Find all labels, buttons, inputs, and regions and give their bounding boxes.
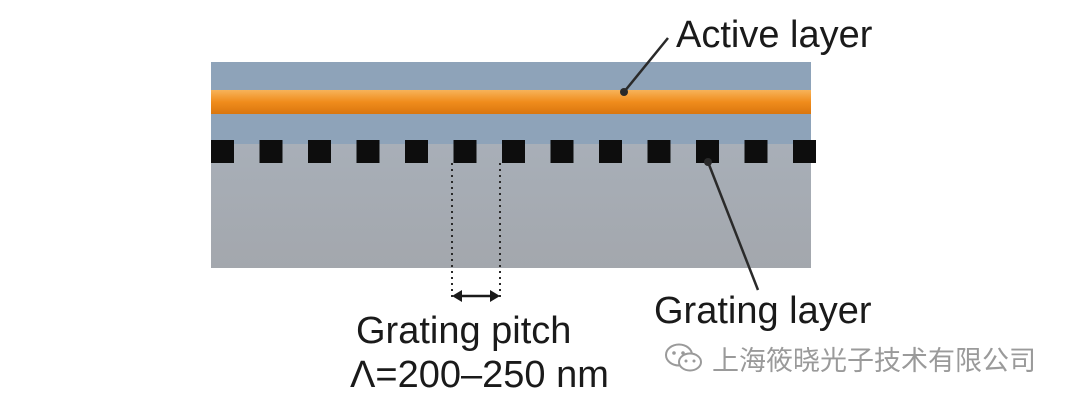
grating-tooth	[308, 140, 331, 163]
grating-tooth	[599, 140, 622, 163]
active-layer-label: Active layer	[676, 14, 873, 56]
grating-tooth	[211, 140, 234, 163]
grating-tooth	[696, 140, 719, 163]
grating-tooth	[502, 140, 525, 163]
grating-layer-leader	[706, 161, 760, 291]
grating-tooth	[356, 140, 380, 163]
watermark-text: 上海筱晓光子技术有限公司	[712, 345, 1036, 377]
pitch-range-label: Λ=200–250 nm	[350, 354, 609, 396]
grating-pitch-label: Grating pitch	[356, 310, 572, 352]
grating-teeth-group	[211, 140, 816, 163]
active-layer-stripe	[211, 90, 811, 114]
grating-layer-leader-dot	[704, 158, 712, 166]
watermark: 上海筱晓光子技术有限公司	[664, 340, 1036, 377]
active-layer-leader	[623, 37, 669, 93]
active-layer-leader-dot	[620, 88, 628, 96]
pitch-arrow-head-right	[490, 290, 500, 302]
grating-tooth	[405, 140, 428, 163]
wechat-icon	[665, 343, 702, 372]
grating-tooth	[259, 140, 283, 163]
grating-tooth	[744, 140, 768, 163]
grating-tooth	[647, 140, 671, 163]
grating-tooth	[453, 140, 477, 163]
grating-tooth	[793, 140, 816, 163]
grating-layer-label: Grating layer	[654, 290, 872, 332]
pitch-arrow-head-left	[452, 290, 462, 302]
grating-tooth	[550, 140, 574, 163]
